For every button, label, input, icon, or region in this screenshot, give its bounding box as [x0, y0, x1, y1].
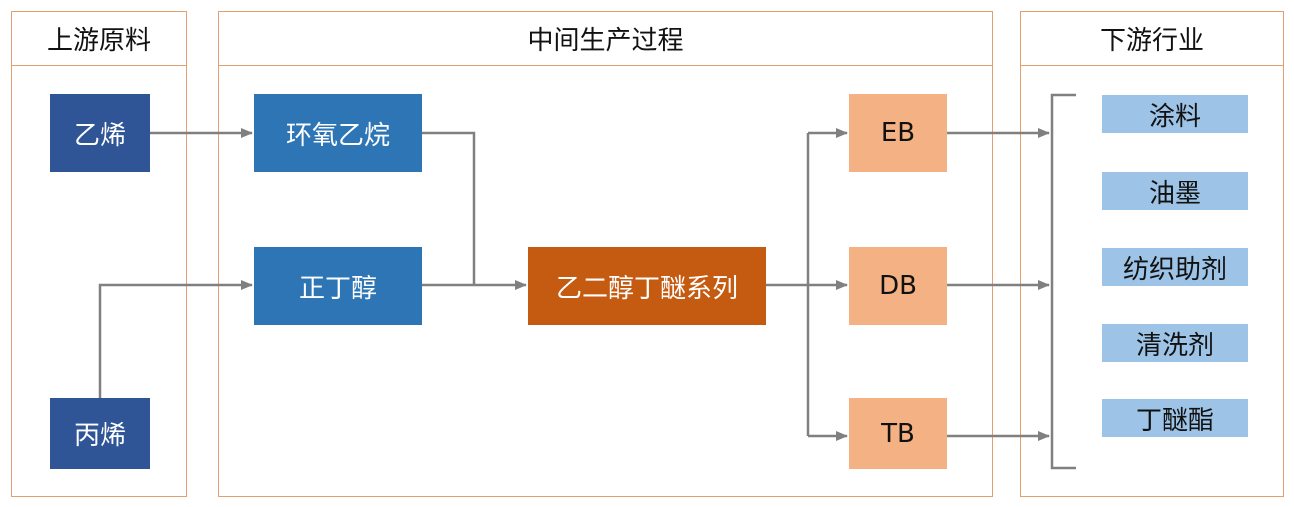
node-ethylene-oxide: 环氧乙烷: [254, 94, 422, 172]
line-eo-to-merge: [422, 131, 476, 285]
upstream-panel-title: 上游原料: [12, 12, 186, 66]
process-panel-title: 中间生产过程: [219, 12, 992, 66]
node-ethylene: 乙烯: [50, 94, 150, 172]
uses-bracket: [1050, 93, 1076, 470]
downstream-panel: 下游行业: [1020, 11, 1284, 497]
use-cleaners: 清洗剂: [1102, 324, 1248, 362]
downstream-panel-title: 下游行业: [1021, 12, 1283, 66]
use-coatings: 涂料: [1102, 95, 1248, 133]
use-inks: 油墨: [1102, 172, 1248, 210]
use-textile-auxiliaries: 纺织助剂: [1102, 248, 1248, 286]
node-db: DB: [849, 247, 947, 325]
node-eb: EB: [849, 94, 947, 172]
arrow-propylene-to-butanol: [98, 280, 253, 398]
upstream-panel: 上游原料: [11, 11, 187, 497]
node-tb: TB: [849, 398, 947, 469]
process-panel: 中间生产过程: [218, 11, 993, 497]
use-butyl-ether-ester: 丁醚酯: [1102, 399, 1248, 437]
node-glycol-butyl-ether-series: 乙二醇丁醚系列: [528, 247, 766, 325]
node-n-butanol: 正丁醇: [254, 247, 422, 325]
node-propylene: 丙烯: [50, 398, 150, 469]
